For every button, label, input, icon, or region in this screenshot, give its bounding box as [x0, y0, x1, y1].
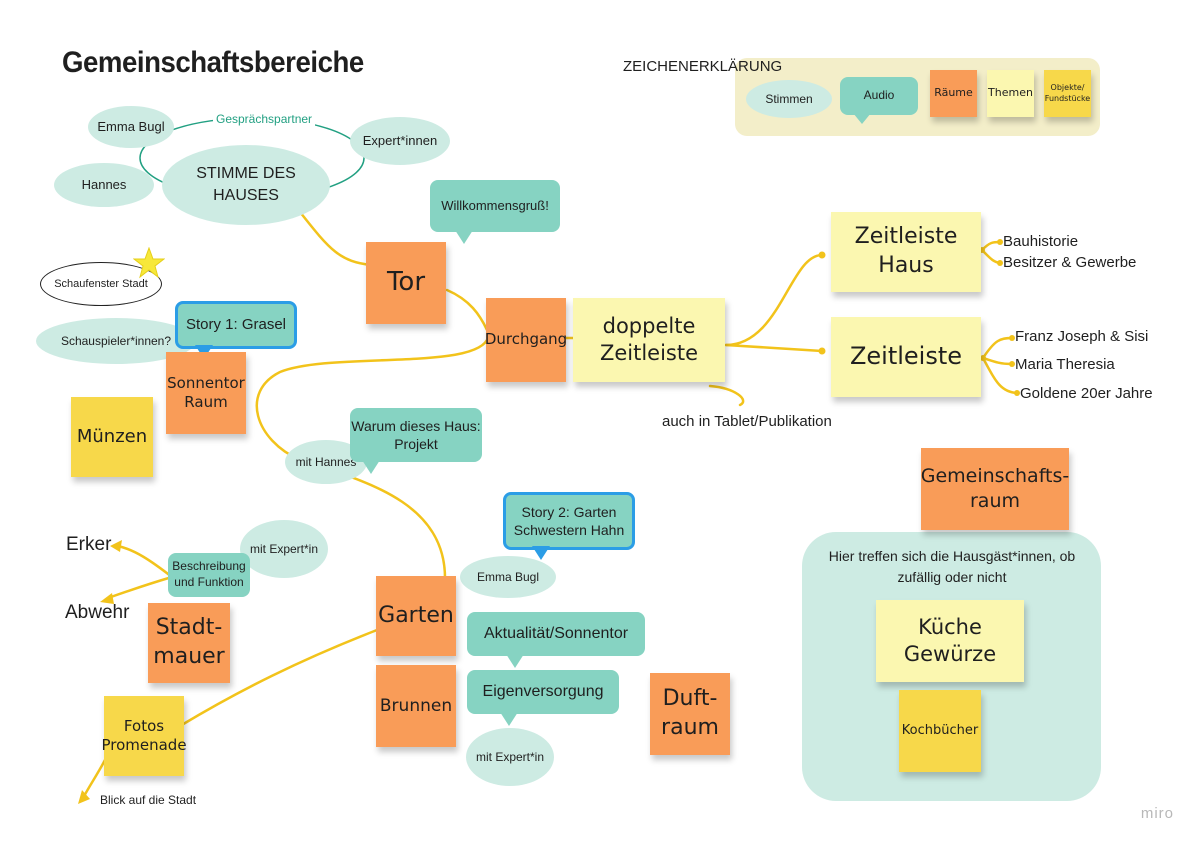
label-besitzer: Besitzer & Gewerbe	[1003, 254, 1137, 271]
page-title: Gemeinschaftsbereiche	[62, 46, 364, 79]
audio-aktualitaet-tail	[506, 654, 524, 668]
legend-audio: Audio	[840, 77, 918, 115]
audio-beschreibung: Beschreibung und Funktion	[168, 553, 250, 597]
label-franz-joseph: Franz Joseph & Sisi	[1015, 328, 1149, 345]
label-panel-text: Hier treffen sich die Hausgäst*innen, ob…	[828, 548, 1076, 585]
connector-zeitleiste-franz	[981, 336, 1014, 360]
theme-zeitleiste-haus: Zeitleiste Haus	[831, 212, 981, 292]
object-fotos-promenade: Fotos Promenade	[101, 696, 187, 776]
label-abwehr: Abwehr	[65, 602, 130, 623]
connector-durchgang-garten	[255, 338, 489, 580]
connector-garten-fotos	[178, 628, 379, 728]
voice-mit-expertin-2: mit Expert*in	[466, 728, 554, 786]
theme-zeitleiste: Zeitleiste	[831, 317, 981, 397]
voice-hannes: Hannes	[54, 163, 154, 207]
miro-logo: miro	[1140, 805, 1174, 822]
label-maria-theresia: Maria Theresia	[1015, 356, 1115, 373]
legend-objects: Objekte/ Fundstücke	[1044, 70, 1091, 117]
audio-tail	[455, 230, 473, 244]
connector-doppelte-tablet	[708, 384, 745, 407]
theme-doppelte-zeitleiste: doppelte Zeitleiste	[573, 298, 725, 382]
audio-story-2: Story 2: Garten Schwestern Hahn	[503, 492, 635, 550]
arrow-icon	[100, 593, 114, 604]
label-erker: Erker	[66, 534, 112, 555]
room-gemeinschaftsraum: Gemeinschafts- raum	[921, 448, 1069, 530]
audio-warum-tail	[362, 460, 380, 474]
audio-story-1: Story 1: Grasel	[175, 301, 297, 349]
audio-eigenversorgung-tail	[500, 712, 518, 726]
connector-beschreibung-erker	[116, 544, 174, 579]
legend-audio-tail	[853, 113, 871, 124]
voice-stimme-des-hauses: STIMME DES HAUSES	[162, 145, 330, 225]
arrow-icon	[110, 540, 122, 552]
room-garten: Garten	[376, 576, 456, 656]
arrow-icon	[78, 790, 90, 804]
connector-zeitleiste-goldene	[981, 356, 1019, 395]
room-tor: Tor	[366, 242, 446, 324]
label-goldene-20er: Goldene 20er Jahre	[1020, 385, 1153, 402]
connector-beschreibung-abwehr	[106, 575, 174, 600]
audio-aktualitaet: Aktualität/Sonnentor	[467, 612, 645, 656]
legend-rooms: Räume	[930, 70, 977, 117]
audio-story-2-tail	[532, 546, 550, 560]
label-tablet: auch in Tablet/Publikation	[662, 413, 832, 430]
voice-emma-bugl: Emma Bugl	[88, 106, 174, 148]
audio-willkommensgruss: Willkommensgruß!	[430, 180, 560, 232]
room-duftraum: Duft- raum	[650, 673, 730, 755]
voice-emma-bugl-2: Emma Bugl	[460, 556, 556, 598]
label-blick: Blick auf die Stadt	[100, 793, 197, 807]
label-bauhistorie: Bauhistorie	[1003, 233, 1079, 250]
room-stadtmauer: Stadt- mauer	[148, 603, 230, 683]
voice-experts: Expert*innen	[350, 117, 450, 165]
connector-doppelte-zeitleiste	[724, 343, 824, 353]
star-icon	[133, 247, 165, 279]
connector-tor-durchgang	[445, 288, 489, 332]
voice-mit-hannes: mit Hannes	[285, 440, 367, 484]
audio-eigenversorgung: Eigenversorgung	[467, 670, 619, 714]
connector-haus-besitzer	[980, 248, 1002, 265]
theme-kueche-gewuerze: Küche Gewürze	[876, 600, 1024, 682]
connector-voice-tor	[298, 210, 374, 267]
room-durchgang: Durchgang	[485, 298, 567, 382]
legend-themes: Themen	[987, 70, 1034, 117]
legend-title: ZEICHENERKLÄRUNG	[623, 58, 783, 75]
room-sonnentor: Sonnentor Raum	[166, 352, 246, 434]
object-kochbuecher: Kochbücher	[899, 690, 981, 772]
voice-mit-expertin: mit Expert*in	[240, 520, 328, 578]
connector-doppelte-haus	[724, 253, 824, 347]
partners-label: Gesprächspartner	[213, 112, 316, 126]
connector-zeitleiste-maria	[981, 356, 1014, 366]
legend-voices: Stimmen	[746, 80, 832, 118]
object-muenzen: Münzen	[71, 397, 153, 477]
audio-warum: Warum dieses Haus: Projekt	[350, 408, 482, 462]
room-brunnen: Brunnen	[376, 665, 456, 747]
